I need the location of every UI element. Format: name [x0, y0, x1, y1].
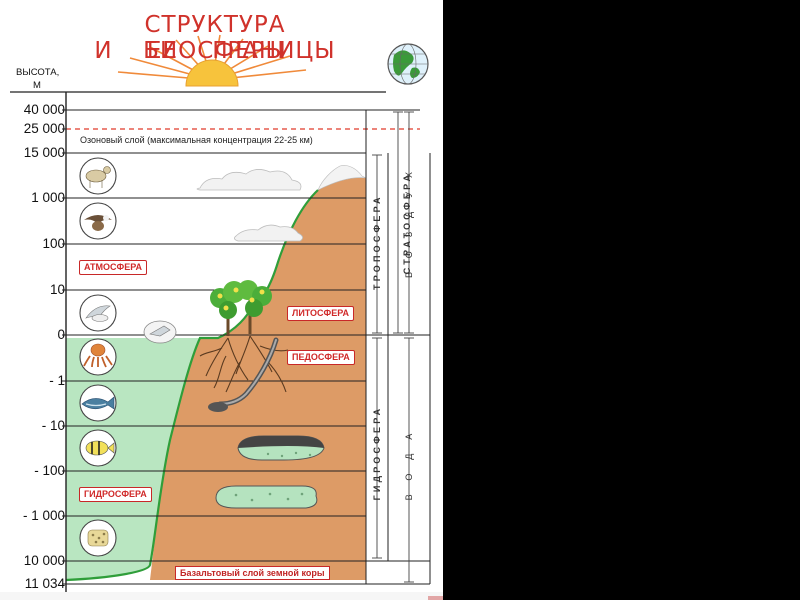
diagram-graphics	[0, 34, 443, 600]
axis-title-line-1: ВЫСОТА,	[16, 67, 60, 78]
roots	[199, 335, 289, 393]
corner-mark	[428, 596, 443, 600]
troposphere-label: ТРОПОСФЕРА	[372, 194, 382, 290]
biosphere-outline	[65, 189, 319, 582]
level-label: 1 000	[31, 190, 65, 205]
lithosphere-label: ЛИТОСФЕРА	[287, 306, 354, 321]
level-label: 0	[57, 327, 65, 342]
bottom-strip	[0, 592, 443, 600]
basalt-label: Базальтовый слой земной коры	[175, 566, 330, 580]
level-label: 15 000	[23, 145, 65, 160]
axis-ticks	[62, 109, 66, 585]
mountain-goat-glyph	[85, 166, 111, 188]
level-label: 10	[49, 282, 65, 297]
axis-title-line-2: М	[33, 80, 41, 91]
biosphere-poster: СТРУКТУРА БИОСФЕРЫ И ЕЕ ГРАНИЦЫ ВЫСОТА, …	[0, 0, 443, 600]
level-label: 40 000	[23, 102, 65, 117]
air-vertical-label: ВОЗДУХ	[404, 157, 414, 278]
deep-sea-glyph	[87, 529, 109, 547]
ozone-label: Озоновый слой (максимальная концентрация…	[80, 135, 313, 145]
level-label: 11 034	[24, 576, 65, 591]
bird-glyph	[85, 305, 111, 322]
title-line-2: И ЕЕ ГРАНИЦЫ	[94, 38, 336, 64]
level-label: - 1 000	[22, 508, 65, 523]
tree-icon	[210, 280, 272, 336]
level-label: - 100	[34, 463, 65, 478]
right-frame	[365, 110, 431, 584]
level-label: 10 000	[23, 553, 65, 568]
hydrosphere-vertical-label: ГИДРОСФЕРА	[372, 405, 382, 501]
atmosphere-label: АТМОСФЕРА	[79, 260, 147, 275]
level-label: 100	[42, 236, 65, 251]
hydrosphere-label: ГИДРОСФЕРА	[79, 487, 152, 502]
level-lines	[66, 109, 430, 585]
title-line-1: СТРУКТУРА БИОСФЕРЫ	[143, 12, 287, 64]
globe-icon	[387, 43, 429, 85]
striped-fish-glyph	[85, 440, 115, 456]
pedosphere-label: ПЕДОСФЕРА	[287, 350, 355, 365]
sun-icon	[117, 34, 307, 87]
fish-glyph	[81, 396, 115, 410]
cloud-icon	[196, 169, 303, 242]
range-brackets	[372, 111, 414, 583]
water-vertical-label: ВОДА	[404, 419, 414, 501]
gull-icon	[143, 320, 177, 344]
axis-title: ВЫСОТА, М	[16, 66, 60, 92]
worm-icon	[208, 337, 279, 412]
mountain-icon	[317, 165, 367, 191]
octopus-glyph	[83, 343, 113, 368]
level-label: - 1	[49, 373, 65, 388]
eagle-glyph	[84, 215, 112, 231]
level-label: 25 000	[23, 121, 65, 136]
groundwater-pool	[215, 485, 318, 509]
level-label: - 10	[41, 418, 65, 433]
groundwater-lens	[237, 435, 325, 461]
